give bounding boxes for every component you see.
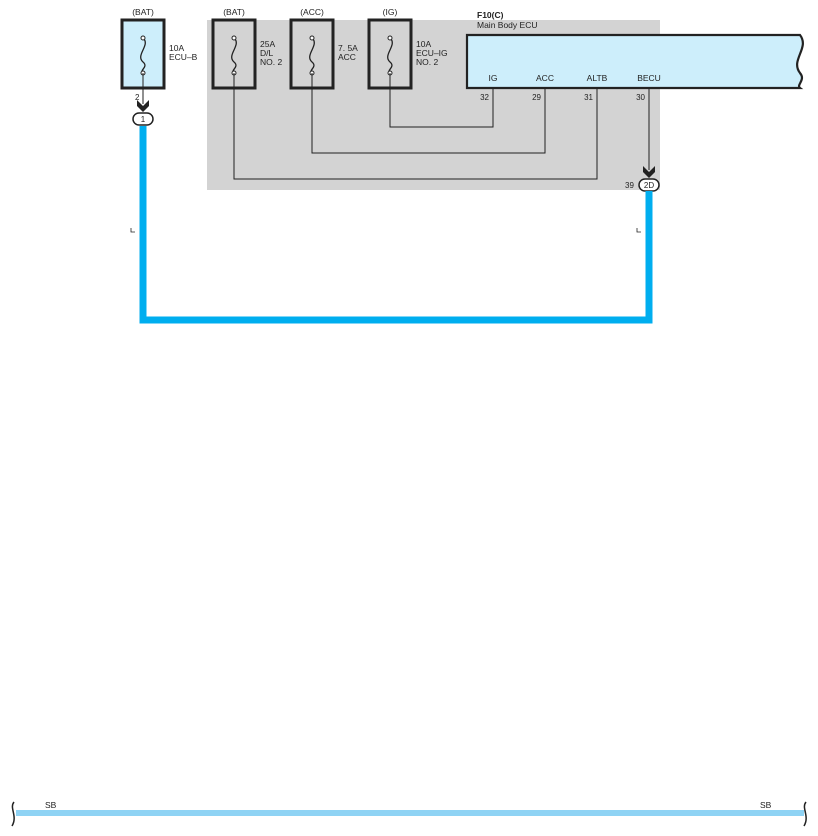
ecu-name: Main Body ECU <box>477 20 537 30</box>
main-body-ecu[interactable]: F10(C) Main Body ECU IG ACC ALTB BECU <box>465 10 804 90</box>
fuse-name: ACC <box>338 52 356 62</box>
fuse-element-icon <box>140 37 146 74</box>
thick-blue-wire[interactable] <box>139 126 653 324</box>
wire-mark-right <box>636 228 641 233</box>
ecu-box <box>465 33 804 90</box>
ecu-pin-label-altb: ALTB <box>587 73 608 83</box>
wire-ig <box>389 73 494 128</box>
connector-arrow-icon <box>137 100 149 112</box>
fuse-name: D/L <box>260 48 274 58</box>
fuse-name-2: NO. 2 <box>416 57 438 67</box>
fuse-source-label: (IG) <box>383 7 398 17</box>
ecu-pin-number-becu: 30 <box>636 93 645 102</box>
ecu-pin-number-altb: 31 <box>584 93 593 102</box>
fuse-name-2: NO. 2 <box>260 57 282 67</box>
bus-label-left: SB <box>45 800 57 810</box>
ecu-code: F10(C) <box>477 10 504 20</box>
connector-arrow-icon <box>643 166 655 178</box>
wire-mark-left <box>130 228 135 233</box>
bus-label-right: SB <box>760 800 772 810</box>
ecu-pin-number-ig: 32 <box>480 93 489 102</box>
fuse-name: ECU–IG <box>416 48 448 58</box>
bus-break-right-icon <box>803 801 807 827</box>
fuse-rating: 10A <box>169 43 184 53</box>
connector-label: 1 <box>141 115 146 124</box>
ecu-pin-label-ig: IG <box>489 73 498 83</box>
wire-acc <box>311 73 546 154</box>
ecu-pin-label-acc: ACC <box>536 73 554 83</box>
fuse-element-icon <box>309 37 315 74</box>
fuse-rating: 10A <box>416 39 431 49</box>
fuse-rating: 25A <box>260 39 275 49</box>
connector-pin-number: 39 <box>625 181 634 190</box>
fuse-source-label: (ACC) <box>300 7 324 17</box>
ecu-pin-number-acc: 29 <box>532 93 541 102</box>
ecu-pin-label-becu: BECU <box>637 73 661 83</box>
connector-2d[interactable]: 39 2D <box>625 166 660 192</box>
fuse-source-label: (BAT) <box>132 7 154 17</box>
internal-wires <box>233 73 650 180</box>
fuse-rating: 7. 5A <box>338 43 358 53</box>
fuse-ecu-b[interactable]: (BAT) 10A ECU–B <box>120 7 198 90</box>
fuse-source-label: (BAT) <box>223 7 245 17</box>
fuse-element-icon <box>231 37 237 74</box>
fuse-element-icon <box>387 37 393 74</box>
connector-1[interactable]: 2 1 <box>132 73 154 126</box>
connector-pin-number: 2 <box>135 93 140 102</box>
bus-break-left-icon <box>11 801 15 827</box>
sb-bus[interactable]: SB SB <box>11 800 807 827</box>
wire-altb <box>233 73 598 180</box>
connector-label: 2D <box>644 181 654 190</box>
fuse-name: ECU–B <box>169 52 198 62</box>
